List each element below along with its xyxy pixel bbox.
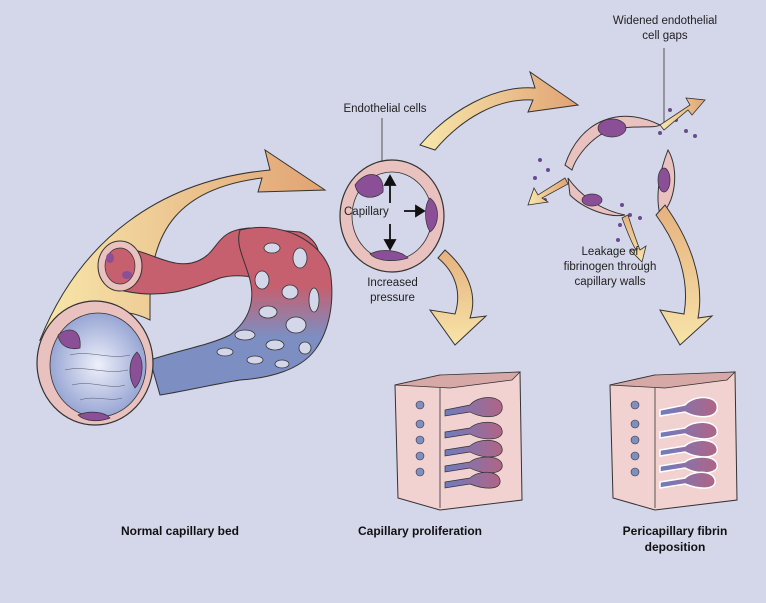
- widened-gaps-label: Widened endothelial cell gaps: [600, 14, 730, 44]
- pressure-capillary-illustration: [339, 118, 445, 273]
- widened-gaps-line2: cell gaps: [642, 30, 688, 42]
- increased-pressure-line1: Increased: [367, 277, 418, 289]
- normal-capillary-bed-illustration: [36, 226, 333, 426]
- leakage-line2: fibrinogen through: [563, 261, 657, 273]
- caption-capillary-proliferation: Capillary proliferation: [357, 524, 483, 538]
- leakage-line1: Leakage of: [581, 246, 639, 258]
- transition-arrow-pressure-to-proliferation: [428, 249, 488, 346]
- transition-arrow-pressure-to-leakage: [419, 70, 580, 151]
- proliferation-tissue-block: [394, 371, 523, 511]
- endothelial-cells-label: Endothelial cells: [343, 103, 427, 115]
- pressure-arrows: [383, 174, 426, 251]
- widened-gaps-line1: Widened endothelial: [612, 15, 718, 27]
- caption-fibrin-line1: Pericapillary fibrin: [622, 524, 728, 538]
- increased-pressure-label: Increased pressure: [345, 276, 440, 306]
- leakage-line3: capillary walls: [574, 276, 646, 288]
- capillary-label: Capillary: [344, 206, 389, 218]
- caption-normal-capillary-bed: Normal capillary bed: [120, 524, 240, 538]
- increased-pressure-line2: pressure: [370, 292, 415, 304]
- transition-arrow-leakage-to-fibrin: [655, 204, 714, 346]
- leaking-capillary-illustration: [527, 48, 706, 263]
- caption-pericapillary-fibrin: Pericapillary fibrin deposition: [600, 523, 750, 555]
- fibrinogen-dots: [533, 108, 697, 242]
- caption-fibrin-line2: deposition: [644, 540, 706, 554]
- fibrin-tissue-block: [609, 371, 738, 511]
- leakage-label: Leakage of fibrinogen through capillary …: [545, 245, 675, 290]
